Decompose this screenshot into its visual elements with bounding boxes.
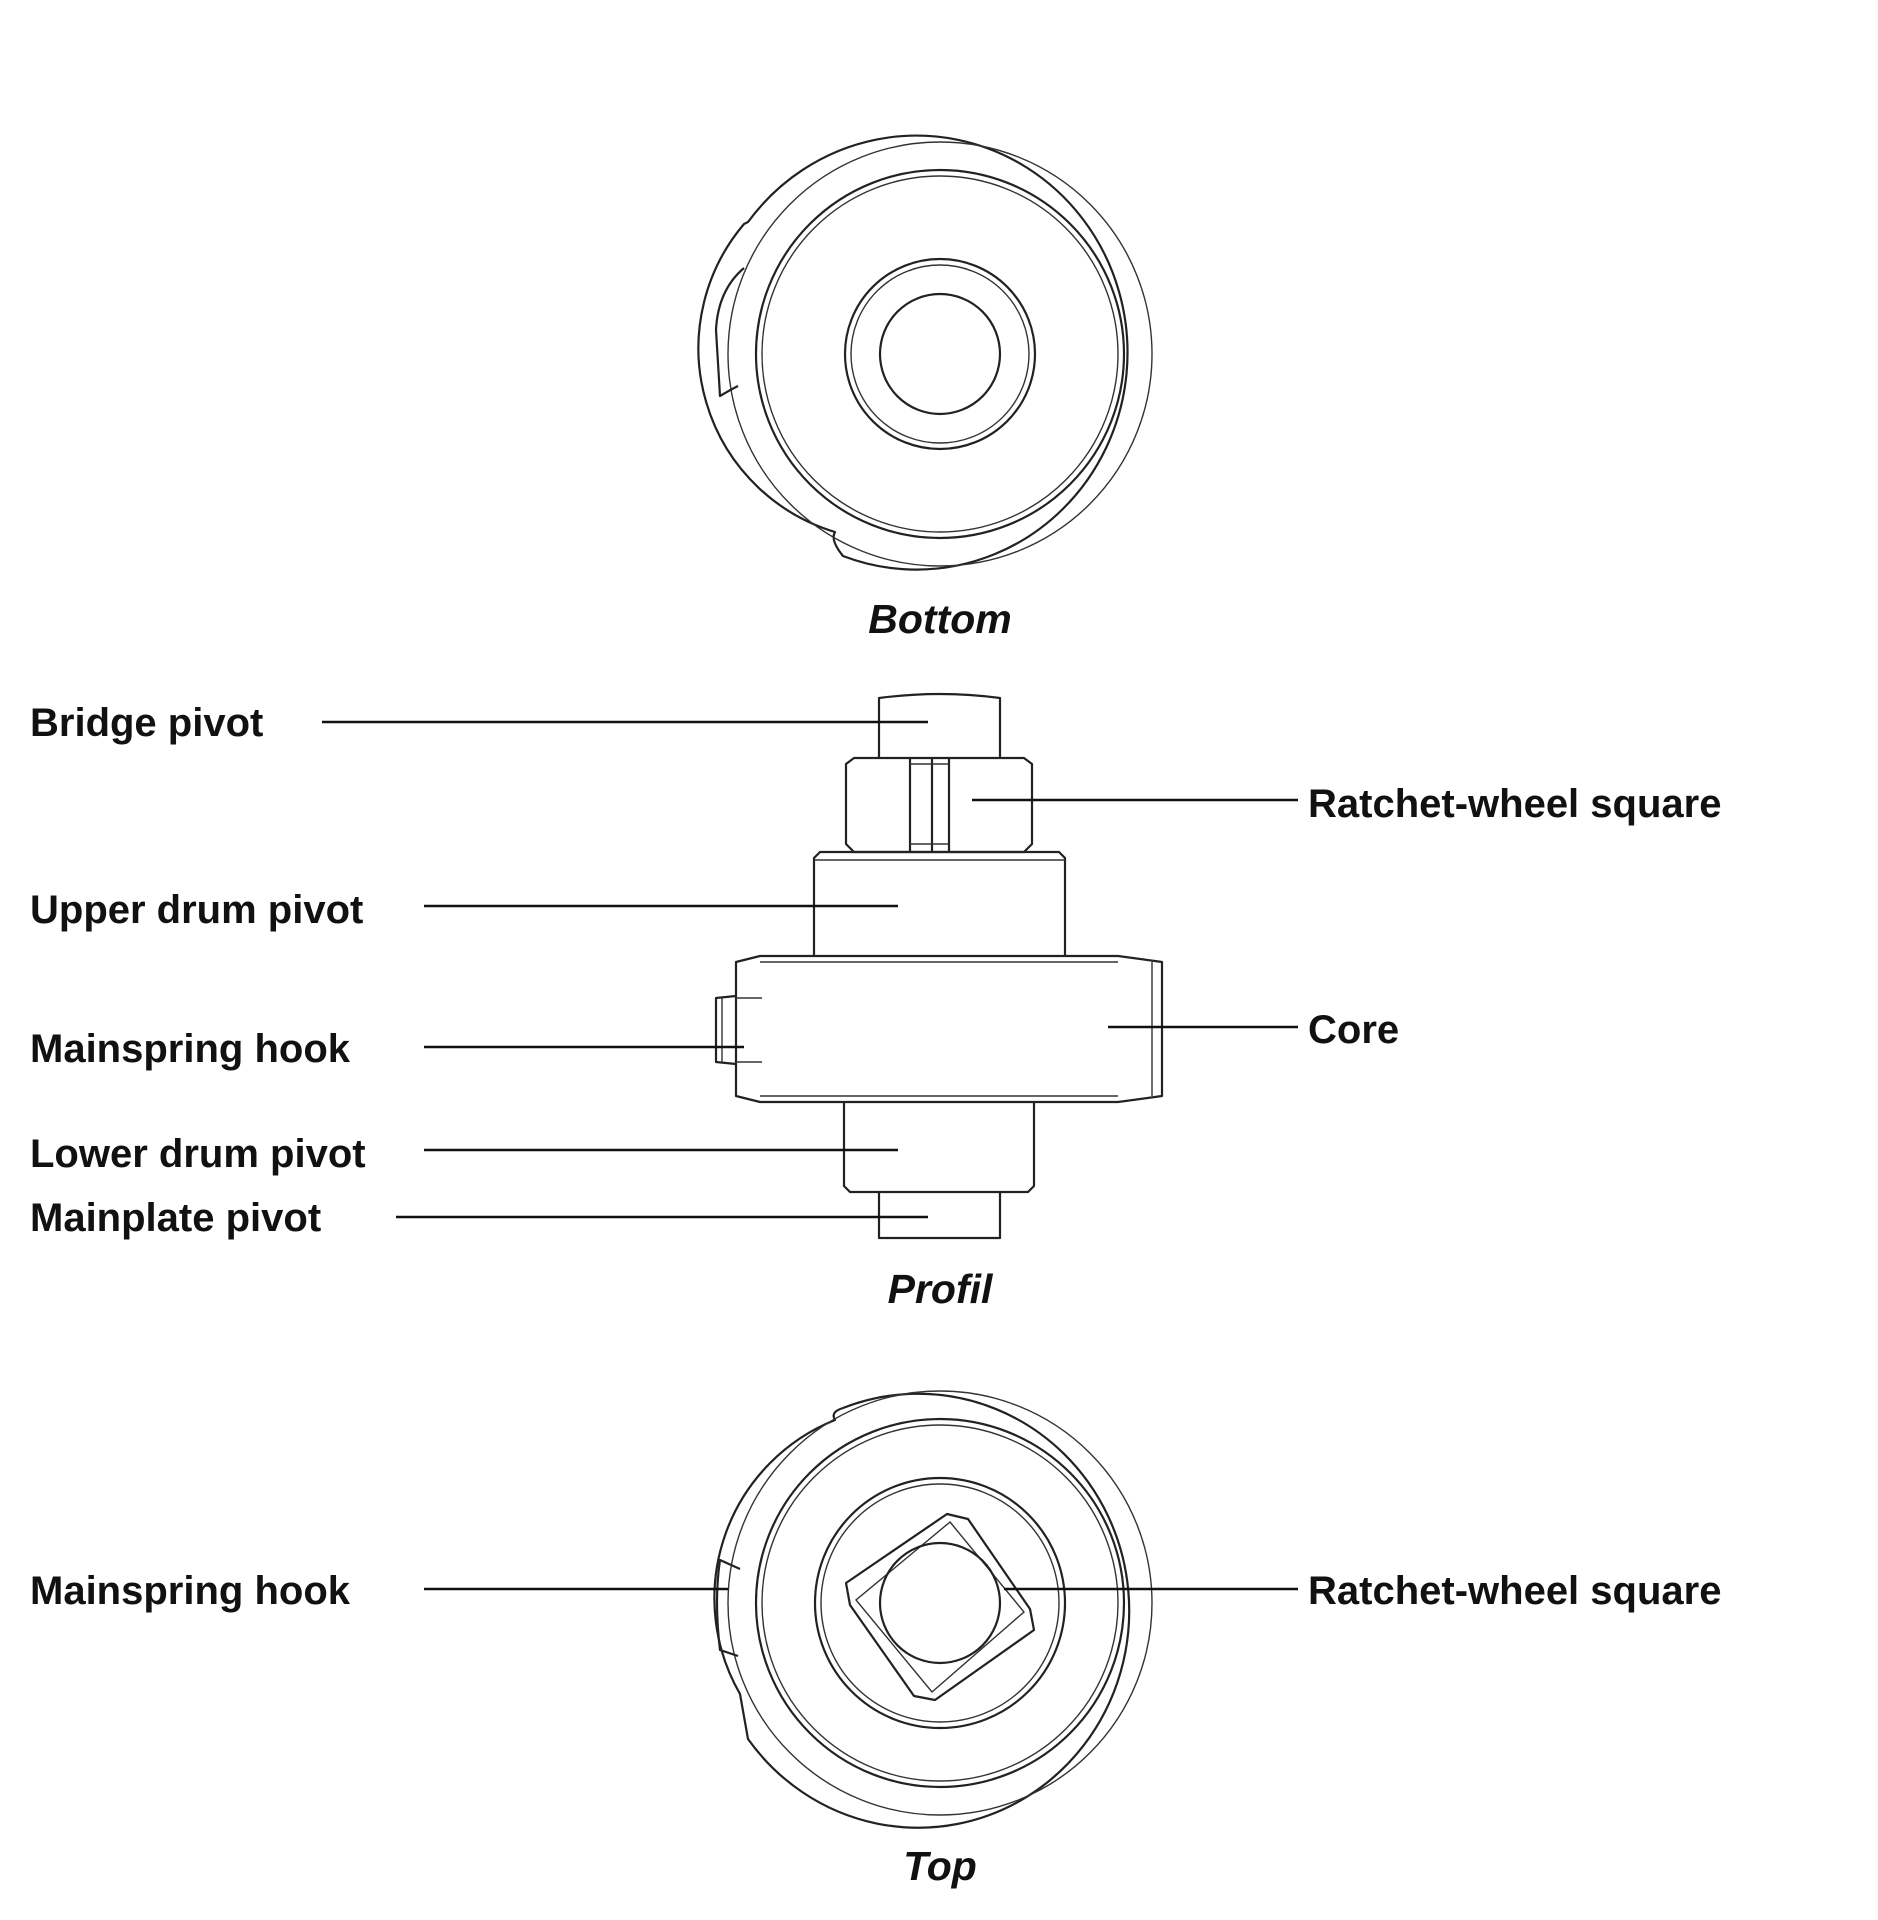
label-mainspring-hook-profile: Mainspring hook xyxy=(30,1027,351,1071)
label-ratchet-wheel-square-profile: Ratchet-wheel square xyxy=(1308,782,1721,826)
top-drum-pivot-shoulder xyxy=(813,1476,1067,1730)
top-drum-face xyxy=(754,1417,1126,1789)
bottom-mainplate-pivot xyxy=(878,292,1002,416)
bottom-hook-notch xyxy=(714,267,745,398)
profile-bridge-pivot xyxy=(877,692,1002,758)
top-ratchet-square xyxy=(844,1512,1036,1702)
bottom-drum-pivot-shoulder-inner xyxy=(850,264,1030,444)
label-core: Core xyxy=(1308,1008,1399,1052)
top-bridge-pivot xyxy=(878,1541,1002,1665)
label-ratchet-wheel-square-top: Ratchet-wheel square xyxy=(1308,1569,1721,1613)
label-mainspring-hook-top: Mainspring hook xyxy=(30,1569,351,1613)
label-bridge-pivot: Bridge pivot xyxy=(30,701,263,745)
label-mainplate-pivot: Mainplate pivot xyxy=(30,1196,321,1240)
top-outer-rim xyxy=(713,1392,1131,1829)
profile-upper-drum-pivot xyxy=(812,850,1067,956)
top-drum-pivot-shoulder-inner xyxy=(820,1483,1060,1723)
caption-profile: Profil xyxy=(888,1266,994,1312)
profile-view xyxy=(714,692,1164,1240)
profile-ratchet-square xyxy=(844,756,1034,854)
top-drum-face-inner xyxy=(761,1424,1119,1782)
caption-top: Top xyxy=(903,1843,977,1889)
top-view xyxy=(713,1390,1153,1829)
top-outer-edge xyxy=(727,1390,1153,1816)
bottom-drum-pivot-shoulder xyxy=(843,257,1037,451)
profile-core xyxy=(734,954,1164,1104)
caption-bottom: Bottom xyxy=(868,596,1011,642)
profile-mainspring-hook xyxy=(714,994,737,1066)
bottom-drum-face-inner xyxy=(761,175,1119,533)
bottom-drum-face xyxy=(754,168,1126,540)
profile-lower-drum-pivot xyxy=(842,1102,1036,1194)
label-upper-drum-pivot: Upper drum pivot xyxy=(30,888,363,932)
bottom-outer-edge xyxy=(727,141,1153,567)
label-lower-drum-pivot: Lower drum pivot xyxy=(30,1132,366,1176)
bottom-view xyxy=(697,134,1153,571)
top-hook-notch xyxy=(715,1558,741,1658)
bottom-outer-rim xyxy=(697,134,1129,571)
profile-mainplate-pivot xyxy=(877,1192,1002,1240)
